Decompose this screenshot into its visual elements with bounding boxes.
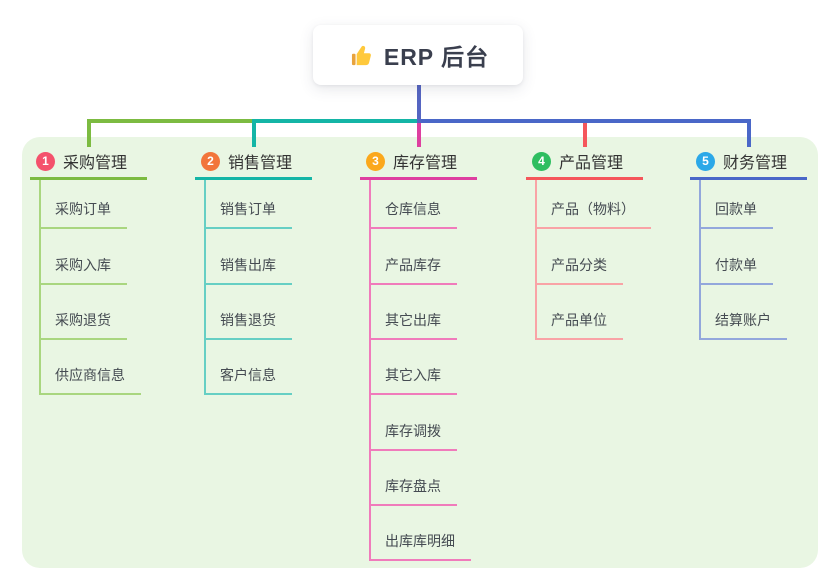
connector-branch-tick	[251, 119, 256, 147]
mindmap-panel	[22, 137, 818, 568]
child-node[interactable]: 采购入库	[40, 251, 127, 285]
child-label: 产品库存	[385, 256, 441, 273]
branch-number-badge: 5	[696, 151, 715, 171]
root-title: ERP 后台	[383, 44, 490, 70]
branch-title-label: 产品管理	[559, 155, 624, 172]
branch-number-badge: 4	[532, 151, 551, 171]
child-label: 采购订单	[55, 201, 111, 218]
child-node[interactable]: 供应商信息	[40, 361, 141, 396]
child-label: 库存盘点	[385, 477, 441, 494]
child-label: 产品单位	[551, 311, 607, 328]
child-node[interactable]: 采购订单	[40, 195, 127, 230]
thumbs-up-icon	[351, 45, 371, 65]
child-label: 产品分类	[551, 256, 607, 273]
branch-number-badge: 2	[201, 151, 220, 171]
branch-title-node[interactable]: 5 财务管理	[690, 147, 807, 180]
branch-title-label: 销售管理	[228, 155, 293, 172]
connector-bus-segment	[416, 119, 751, 123]
branch-number-badge: 3	[366, 151, 385, 171]
child-label: 库存调拨	[385, 422, 441, 439]
branch-title-node[interactable]: 4 产品管理	[526, 147, 643, 180]
child-label: 客户信息	[220, 367, 276, 384]
branch-spine-line	[369, 180, 371, 562]
child-node[interactable]: 销售退货	[205, 306, 292, 340]
child-node[interactable]: 其它出库	[370, 306, 457, 340]
branch-title-label: 财务管理	[723, 155, 788, 172]
branch-spine-line	[204, 180, 206, 396]
child-node[interactable]: 产品单位	[536, 306, 623, 340]
child-label: 仓库信息	[385, 201, 441, 218]
branch-spine-line	[39, 180, 41, 396]
connector-bus-segment	[86, 119, 254, 123]
branch-number-badge: 1	[36, 151, 55, 171]
child-node[interactable]: 出库库明细	[370, 527, 471, 562]
child-label: 回款单	[715, 201, 757, 218]
child-node[interactable]: 其它入库	[370, 361, 457, 396]
child-label: 销售出库	[220, 256, 276, 273]
connector-root-drop	[416, 85, 421, 123]
child-label: 付款单	[715, 256, 757, 273]
branch-title-label: 库存管理	[393, 155, 458, 172]
child-label: 供应商信息	[55, 367, 125, 384]
child-node[interactable]: 销售订单	[205, 195, 292, 230]
root-node[interactable]: ERP 后台	[313, 25, 523, 85]
child-node[interactable]: 回款单	[700, 195, 773, 230]
child-node[interactable]: 仓库信息	[370, 195, 457, 230]
child-node[interactable]: 销售出库	[205, 251, 292, 285]
child-label: 出库库明细	[385, 533, 455, 550]
child-node[interactable]: 客户信息	[205, 361, 292, 396]
child-label: 产品（物料）	[551, 201, 635, 218]
branch-spine-line	[699, 180, 701, 340]
child-label: 销售退货	[220, 311, 276, 328]
connector-branch-tick	[582, 119, 587, 147]
connector-branch-tick	[416, 119, 421, 147]
child-node[interactable]: 产品分类	[536, 251, 623, 285]
child-node[interactable]: 付款单	[700, 251, 773, 285]
connector-branch-tick	[746, 119, 751, 147]
child-node[interactable]: 产品库存	[370, 251, 457, 285]
child-label: 其它入库	[385, 367, 441, 384]
child-node[interactable]: 库存调拨	[370, 417, 457, 451]
child-node[interactable]: 结算账户	[700, 306, 787, 340]
child-label: 其它出库	[385, 311, 441, 328]
child-label: 采购入库	[55, 256, 111, 273]
branch-title-node[interactable]: 3 库存管理	[360, 147, 477, 180]
branch-title-label: 采购管理	[63, 155, 128, 172]
child-node[interactable]: 库存盘点	[370, 472, 457, 506]
connector-branch-tick	[86, 119, 91, 147]
branch-title-node[interactable]: 2 销售管理	[195, 147, 312, 180]
connector-bus-segment	[251, 119, 421, 123]
child-label: 销售订单	[220, 201, 276, 218]
child-node[interactable]: 产品（物料）	[536, 195, 651, 230]
child-node[interactable]: 采购退货	[40, 306, 127, 340]
child-label: 采购退货	[55, 311, 111, 328]
branch-title-node[interactable]: 1 采购管理	[30, 147, 147, 180]
child-label: 结算账户	[715, 311, 771, 328]
branch-spine-line	[535, 180, 537, 340]
